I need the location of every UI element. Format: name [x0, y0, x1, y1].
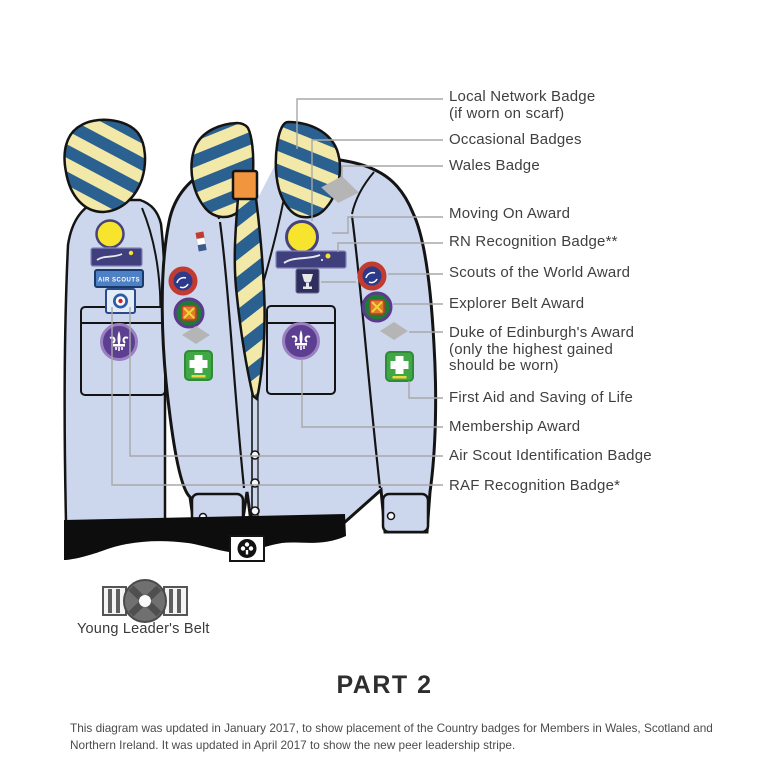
explorer-belt-award-badge: [361, 291, 393, 323]
label-raf-recognition-badge: RAF Recognition Badge*: [449, 477, 621, 494]
connector-first-aid: [408, 381, 443, 399]
raf-recognition-badge: [105, 288, 136, 314]
label-rn-recognition-badge: RN Recognition Badge**: [449, 233, 618, 250]
shirt-main: [64, 120, 438, 562]
connector-rn: [337, 242, 443, 252]
membership-award-badge: [282, 322, 320, 360]
moving-on-award-badge: [285, 220, 319, 254]
rn-recognition-badge-main: [275, 250, 347, 269]
duke-of-edinburgh-award-badge-left: [182, 326, 210, 344]
connector-membership: [301, 359, 443, 428]
membership-award-badge-left: [100, 323, 138, 361]
label-duke-of-edinburgh-award: Duke of Edinburgh's Award (only the high…: [449, 324, 635, 374]
moving-on-award-badge-left: [95, 219, 125, 249]
label-occasional-badges: Occasional Badges: [449, 131, 582, 148]
connector-air-scout: [129, 307, 443, 457]
peer-leadership-stripe-badge: [195, 231, 207, 252]
label-local-network-badge: Local Network Badge (if worn on scarf): [449, 88, 596, 122]
shirt-button: [250, 450, 260, 460]
footnote: This diagram was updated in January 2017…: [70, 721, 713, 752]
scarf-left-shirt: [63, 118, 147, 214]
belt-buckle: [229, 535, 265, 562]
label-scouts-of-the-world-award: Scouts of the World Award: [449, 264, 631, 281]
label-membership-award: Membership Award: [449, 418, 581, 435]
label-moving-on-award: Moving On Award: [449, 205, 571, 222]
connector-lines: [111, 98, 443, 486]
wales-badge-diamond: [321, 176, 359, 203]
explorer-belt-award-badge-left: [173, 297, 205, 329]
belt: [64, 514, 346, 562]
connector-wales: [341, 165, 443, 178]
air-scouts-badge-text: AIR SCOUTS: [98, 278, 140, 284]
young-leaders-belt-caption: Young Leader's Belt: [77, 621, 210, 637]
connector-occasional: [311, 139, 443, 221]
air-scout-identification-badge: AIR SCOUTS: [94, 269, 144, 288]
scouts-of-the-world-award-badge: [357, 261, 387, 291]
label-wales-badge: Wales Badge: [449, 157, 540, 174]
shirt-left-partial: AIR SCOUTS: [63, 118, 167, 524]
connector-moving-on: [332, 216, 443, 234]
label-explorer-belt-award: Explorer Belt Award: [449, 295, 585, 312]
connector-raf: [111, 307, 443, 486]
woggle: [231, 169, 259, 201]
duke-of-edinburgh-award-badge: [380, 322, 408, 340]
part-title: PART 2: [336, 671, 433, 699]
label-first-aid: First Aid and Saving of Life: [449, 389, 634, 406]
shirt-button: [250, 478, 260, 488]
first-aid-badge: [385, 351, 414, 382]
first-aid-badge-left: [184, 350, 213, 381]
young-leaders-belt-icon: [102, 579, 188, 623]
rn-recognition-badge-left: [90, 247, 143, 267]
scouts-of-the-world-award-badge-left: [168, 266, 198, 296]
local-network-scarf: [190, 120, 342, 402]
connector-local-network: [296, 98, 443, 149]
label-air-scout-identification-badge: Air Scout Identification Badge: [449, 447, 652, 464]
shirt-button: [250, 506, 260, 516]
trophy-badge: [295, 268, 320, 294]
